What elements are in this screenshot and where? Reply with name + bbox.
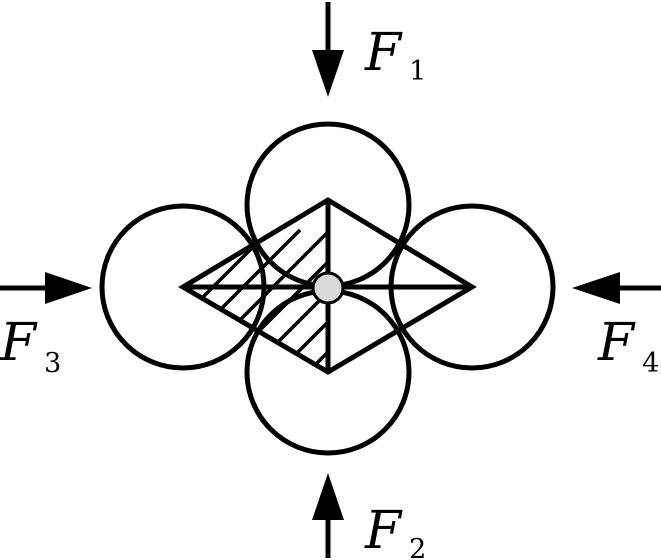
force-arrow-f2 — [312, 473, 344, 558]
force-arrow-f1 — [312, 2, 344, 97]
force-label-f3: F 3 — [0, 313, 61, 379]
pivot-joint — [311, 271, 345, 305]
force-label-f1: F 1 — [364, 23, 426, 87]
force-labels: F 1 F 2 F 3 F 4 — [0, 23, 659, 560]
force-arrow-f4 — [572, 272, 661, 304]
force-arrow-f3 — [0, 272, 92, 304]
force-label-f2: F 2 — [364, 501, 426, 560]
force-label-f4: F 4 — [597, 313, 659, 379]
